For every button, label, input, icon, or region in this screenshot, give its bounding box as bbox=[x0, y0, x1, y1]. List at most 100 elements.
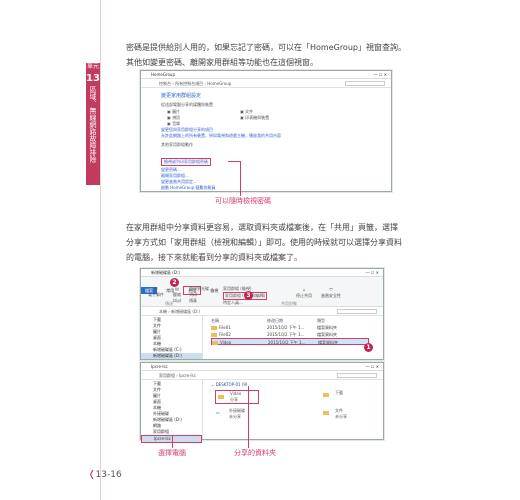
nav-item[interactable]: 圖片 bbox=[153, 329, 161, 334]
homegroup-view-option[interactable]: 家用群組 (檢視) bbox=[223, 286, 252, 291]
window-controls[interactable]: — ☐ ✕ bbox=[373, 72, 387, 77]
folder-icon bbox=[323, 393, 329, 397]
shield-icon: ⛉ bbox=[329, 287, 333, 292]
callout-connector bbox=[240, 161, 241, 196]
address-path: 控制台 › 所有控制台項目 › HomeGroup bbox=[159, 81, 232, 86]
window-title: HomeGroup bbox=[151, 72, 175, 77]
titlebar: HomeGroup — ☐ ✕ bbox=[141, 71, 391, 79]
page-number: ❬13-16 bbox=[88, 470, 122, 480]
column-header-row: 名稱 修改日期 類型 bbox=[211, 317, 383, 324]
print-button[interactable]: 列印 bbox=[189, 292, 197, 297]
step-badge: 1 bbox=[364, 343, 373, 352]
window-controls[interactable]: — ☐ ✕ bbox=[365, 364, 379, 369]
change-shares-link[interactable]: 變更您與家用群組分享的項目 bbox=[161, 127, 213, 132]
intro-line: 其他如變更密碼、離開家用群組等功能也在這個視窗。 bbox=[126, 58, 318, 67]
tab-share[interactable]: 共用 bbox=[183, 286, 202, 295]
folder-item[interactable]: 下載 bbox=[321, 390, 343, 397]
callout-select-computer: 選擇電腦 bbox=[158, 449, 186, 457]
column-name[interactable]: 名稱 bbox=[211, 318, 219, 323]
send-options: 燒錄到光碟 列印 傳真 bbox=[189, 286, 221, 304]
nav-item[interactable]: 新增磁碟區 (C:) bbox=[153, 347, 182, 352]
callout-connector bbox=[248, 386, 249, 448]
advanced-security-button[interactable]: ⛉進階安全性 bbox=[321, 287, 341, 298]
callout-connector bbox=[172, 436, 173, 448]
nav-item[interactable]: 本機 bbox=[153, 341, 161, 346]
folder-item[interactable]: 文件 未分享 bbox=[321, 408, 347, 420]
titlebar: Ipcre-lsc — ☐ ✕ bbox=[141, 363, 383, 371]
nav-item[interactable]: 新增磁碟區 (D:) bbox=[153, 417, 182, 422]
search-input[interactable] bbox=[345, 81, 385, 86]
file-row[interactable]: File02 2015/10/2 下午 1... 檔案資料夾 bbox=[211, 331, 383, 338]
tab-view[interactable]: 檢視 bbox=[210, 288, 219, 293]
advanced-sharing-link[interactable]: 變更進階共用設定... bbox=[161, 179, 197, 184]
intro-paragraph: 密碼是提供給別人用的，如果忘記了密碼，可以在「HomeGroup」視窗查詢。 其… bbox=[126, 40, 426, 70]
share-item: ▣ 視訊 bbox=[167, 115, 181, 120]
change-password-link[interactable]: 變更密碼... bbox=[161, 167, 181, 172]
nav-item[interactable]: 圖片 bbox=[153, 393, 161, 398]
troubleshooter-link[interactable]: 啟動 HomeGroup 疑難排解員 bbox=[161, 185, 216, 190]
page-heading: 變更家用群組設定 bbox=[161, 93, 202, 99]
column-type[interactable]: 類型 bbox=[317, 318, 325, 323]
folder-icon bbox=[323, 411, 329, 415]
specific-people-option[interactable]: 特定人員... bbox=[223, 300, 243, 305]
folder-icon bbox=[211, 326, 217, 330]
group-header[interactable]: ⌄ DESKTOP-01 (9) bbox=[211, 382, 248, 387]
nav-item[interactable]: 文件 bbox=[153, 387, 161, 392]
nav-item[interactable]: 家用群組 bbox=[153, 429, 169, 434]
ribbon-send-group: ✉電子郵件 ▤壓縮 (zip) 燒錄到光碟 列印 傳真 bbox=[147, 286, 221, 304]
nav-item[interactable]: 下載 bbox=[153, 317, 161, 322]
homegroup-window: HomeGroup — ☐ ✕ 控制台 › 所有控制台項目 › HomeGrou… bbox=[140, 70, 392, 192]
address-path: 家用群組 › Ipcre-lsc bbox=[159, 373, 196, 378]
file-row-selected[interactable]: Video 2015/10/2 下午 1... 檔案資料夾 bbox=[211, 338, 369, 345]
callout-shared-folder: 分享的資料夾 bbox=[234, 449, 276, 457]
tab-home[interactable]: 常用 bbox=[166, 288, 175, 293]
explorer-window-share: 新增磁碟區 (D:) — ☐ ✕ 檔案 常用 共用 檢視 ✉電子郵件 ▤壓縮 (… bbox=[140, 268, 384, 360]
fax-button[interactable]: 傳真 bbox=[189, 298, 197, 303]
burn-button[interactable]: 燒錄到光碟 bbox=[189, 286, 209, 291]
chapter-word: 單元 bbox=[86, 63, 99, 70]
content-pane: ⌄ DESKTOP-01 (9) Video 分享 下載 ▭外接磁碟 未分享 文… bbox=[203, 380, 383, 439]
window-controls[interactable]: — ☐ ✕ bbox=[365, 270, 379, 275]
nav-item[interactable]: 本機 bbox=[153, 405, 161, 410]
share-item: ▣ 印表機與裝置 bbox=[240, 115, 270, 120]
nav-item-selected[interactable]: 新增磁碟區 (D:) bbox=[141, 353, 202, 359]
window-title: 新增磁碟區 (D:) bbox=[151, 270, 180, 275]
navigation-pane: 下載 文件 圖片 桌面 本機 外接磁碟 新增磁碟區 (D:) 網路 家用群組 I… bbox=[141, 380, 203, 443]
search-input[interactable] bbox=[337, 373, 377, 378]
address-path: 本機 › 新增磁碟區 (D:) bbox=[159, 309, 200, 314]
file-row[interactable]: File01 2015/10/2 下午 1... 檔案資料夾 bbox=[211, 324, 383, 331]
address-bar[interactable]: 本機 › 新增磁碟區 (D:) bbox=[141, 307, 383, 316]
nav-item[interactable]: 網路 bbox=[153, 423, 161, 428]
shared-folder-item[interactable]: Video 分享 bbox=[215, 390, 259, 404]
nav-item[interactable]: 桌面 bbox=[153, 399, 161, 404]
nav-item-selected[interactable]: Ipcre-lsc bbox=[141, 435, 202, 443]
share-group-label: 共用對象 bbox=[281, 301, 297, 306]
file-list: 名稱 修改日期 類型 File01 2015/10/2 下午 1... 檔案資料… bbox=[203, 316, 383, 359]
chapter-title: 區域、無線網路故障排除 bbox=[89, 86, 98, 164]
nav-item[interactable]: 下載 bbox=[153, 381, 161, 386]
chapter-tab: 單元 13 區域、無線網路故障排除 bbox=[86, 63, 100, 185]
nav-item[interactable]: 外接磁碟 bbox=[153, 411, 169, 416]
drive-item[interactable]: ▭外接磁碟 未分享 bbox=[216, 408, 245, 419]
send-group-label: 傳送 bbox=[165, 301, 173, 306]
section-label: 其他家用群組動作 bbox=[161, 142, 193, 147]
address-bar[interactable]: 家用群組 › Ipcre-lsc bbox=[141, 371, 383, 380]
email-button[interactable]: ✉電子郵件 bbox=[148, 286, 164, 297]
column-date[interactable]: 修改日期 bbox=[267, 318, 283, 323]
lock-icon: 🔒︎ bbox=[302, 287, 306, 292]
stop-sharing-button[interactable]: 🔒︎停止共用 bbox=[296, 287, 312, 298]
stream-link[interactable]: 允許此網路上的所有裝置，例如電視和遊戲主機，播放我的共用內容 bbox=[161, 133, 281, 138]
search-input[interactable] bbox=[337, 309, 377, 314]
nav-item[interactable]: 文件 bbox=[153, 323, 161, 328]
ribbon: 檔案 常用 共用 檢視 ✉電子郵件 ▤壓縮 (zip) 燒錄到光碟 列印 傳真 … bbox=[141, 277, 383, 307]
tab-file[interactable]: 檔案 bbox=[141, 287, 157, 294]
folder-icon bbox=[218, 395, 224, 399]
address-bar[interactable]: 控制台 › 所有控制台項目 › HomeGroup bbox=[141, 79, 391, 88]
zip-button[interactable]: ▤壓縮 (zip) bbox=[172, 286, 182, 303]
callout-view-password: 可以隨時檢視密碼 bbox=[215, 197, 271, 205]
view-password-link[interactable]: 檢視或列印家用群組密碼 bbox=[161, 158, 211, 166]
explorer-window-homegroup: Ipcre-lsc — ☐ ✕ 家用群組 › Ipcre-lsc 下載 文件 圖… bbox=[140, 362, 384, 443]
page-marker-icon: ❬ bbox=[88, 470, 96, 480]
nav-item[interactable]: 桌面 bbox=[153, 335, 161, 340]
leave-homegroup-link[interactable]: 離開家用群組... bbox=[161, 173, 189, 178]
